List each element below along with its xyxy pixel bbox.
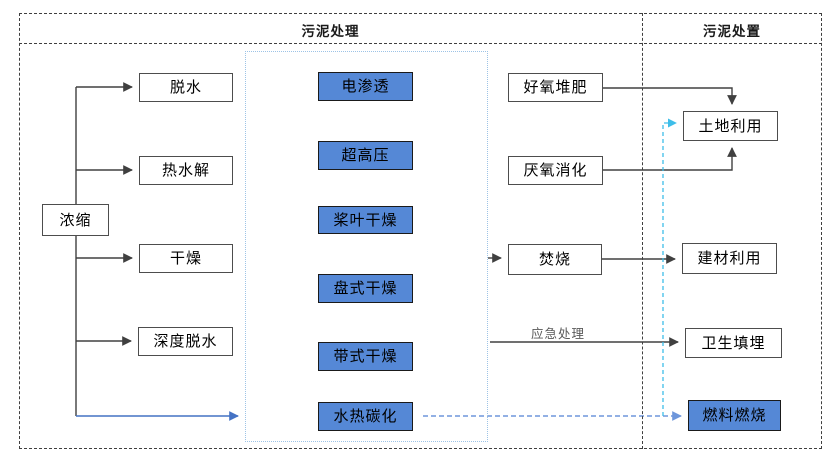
node-haoyangduifei: 好氧堆肥 [508, 73, 603, 102]
edge-label-emergency: 应急处理 [530, 327, 585, 341]
node-weishengtianmai: 卫生填埋 [685, 328, 782, 358]
node-chaogaoya: 超高压 [318, 141, 413, 170]
node-shendutuoshui: 深度脱水 [138, 327, 233, 356]
node-nongsuo: 浓缩 [42, 204, 109, 236]
header-divider-line [19, 43, 822, 44]
node-fenshao: 焚烧 [508, 244, 602, 275]
node-jiangyeganzao: 桨叶干燥 [318, 206, 413, 234]
outer-dashed-frame [19, 13, 822, 449]
node-panshiganzao: 盘式干燥 [318, 274, 413, 303]
node-tudiliyong: 土地利用 [683, 111, 778, 141]
node-dianshentou: 电渗透 [318, 72, 413, 101]
node-daishiganzao: 带式干燥 [318, 342, 413, 371]
node-tuoshui: 脱水 [139, 73, 233, 102]
section-divider-line [642, 13, 643, 449]
node-jiancailiyong: 建材利用 [682, 243, 777, 274]
node-yanyangxiaohua: 厌氧消化 [508, 156, 603, 185]
node-ranliaoranshao: 燃料燃烧 [688, 400, 781, 431]
section-title-treatment: 污泥处理 [301, 24, 360, 39]
node-ganzao: 干燥 [139, 244, 233, 273]
treatment-tech-panel [245, 51, 488, 442]
section-title-disposal: 污泥处置 [703, 24, 761, 39]
node-reshuijie: 热水解 [139, 156, 233, 185]
node-shuiretanhua: 水热碳化 [318, 402, 413, 431]
